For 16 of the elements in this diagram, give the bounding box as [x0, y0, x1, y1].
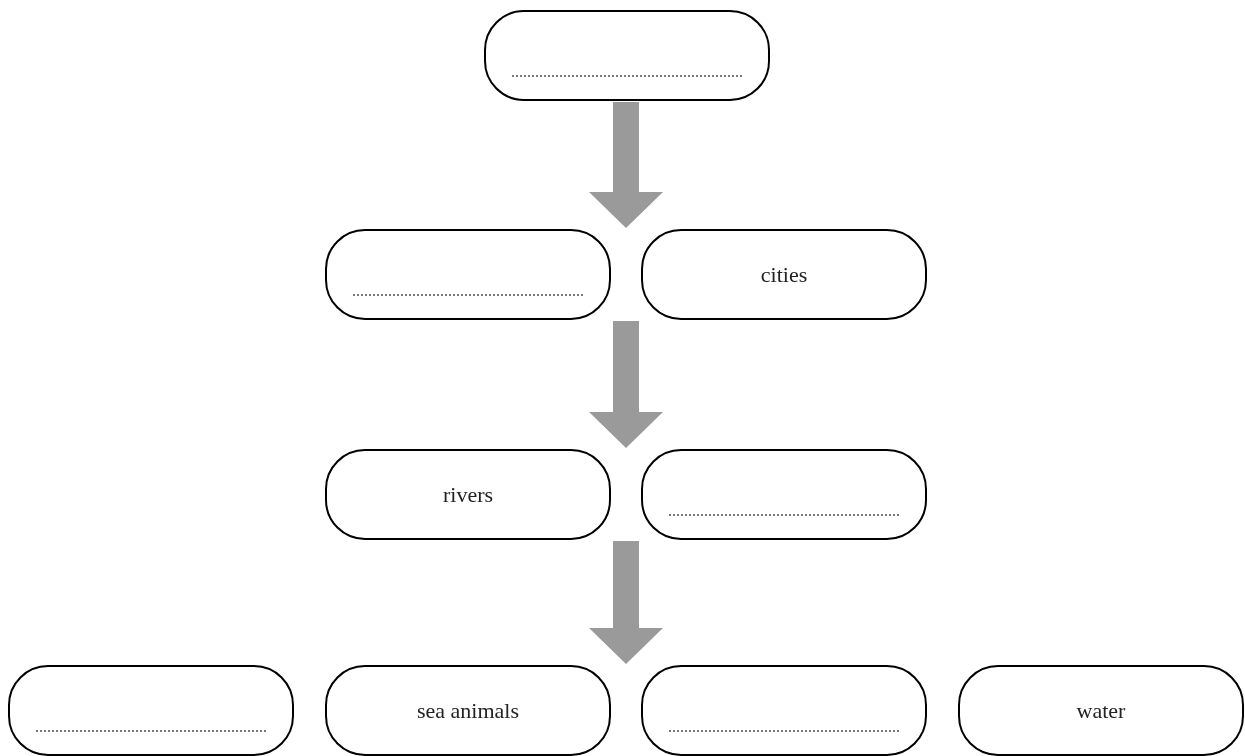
rounded-box: [641, 229, 927, 320]
rounded-box: [8, 665, 294, 756]
rounded-box: [325, 449, 611, 540]
rounded-box: [325, 229, 611, 320]
rounded-box: [641, 449, 927, 540]
box-label: cities: [760, 261, 808, 288]
rounded-box: [484, 10, 770, 101]
rounded-box: [958, 665, 1244, 756]
block-arrow: [589, 321, 663, 448]
box-label: sea animals: [417, 697, 519, 724]
block-arrow: [589, 541, 663, 664]
block-arrow: [589, 102, 663, 228]
box-label: water: [1076, 697, 1126, 724]
box-label: rivers: [442, 481, 494, 508]
rounded-box: [325, 665, 611, 756]
rounded-box: [641, 665, 927, 756]
